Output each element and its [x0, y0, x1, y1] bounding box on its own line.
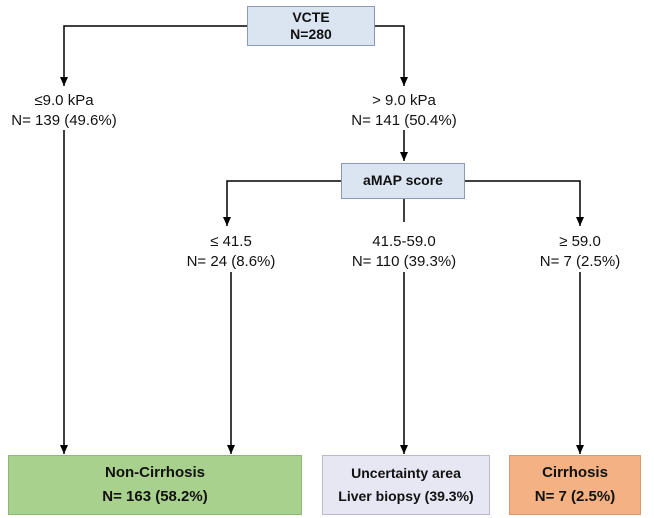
uncertainty-title: Uncertainty area	[351, 465, 461, 481]
uncertainty-detail: Liver biopsy (39.3%)	[338, 487, 474, 504]
vcte-count: N=280	[290, 26, 332, 42]
non-cirrhosis-outcome: Non-Cirrhosis N= 163 (58.2%)	[8, 455, 302, 515]
amap-title: aMAP score	[363, 172, 443, 189]
branch-low-label: ≤9.0 kPa N= 139 (49.6%)	[4, 91, 124, 130]
amap-high-criterion: ≥ 59.0	[559, 233, 601, 250]
amap-high-count: N= 7 (2.5%)	[539, 252, 621, 270]
branch-low-count: N= 139 (49.6%)	[11, 111, 117, 129]
amap-node: aMAP score	[341, 163, 465, 199]
amap-low-count: N= 24 (8.6%)	[186, 252, 276, 270]
connector-amap-high	[465, 180, 584, 226]
amap-high-label: ≥ 59.0 N= 7 (2.5%)	[520, 232, 640, 271]
vcte-node: VCTE N=280	[247, 6, 375, 46]
branch-high-criterion: > 9.0 kPa	[372, 92, 436, 109]
amap-mid-criterion: 41.5-59.0	[372, 233, 436, 250]
connector-vcte-high	[375, 25, 408, 86]
branch-high-count: N= 141 (50.4%)	[351, 111, 457, 129]
uncertainty-outcome: Uncertainty area Liver biopsy (39.3%)	[322, 455, 490, 515]
connector-amap-low	[223, 180, 341, 226]
amap-mid-label: 41.5-59.0 N= 110 (39.3%)	[339, 232, 469, 271]
connector-vcte-low	[60, 25, 247, 86]
branch-high-label: > 9.0 kPa N= 141 (50.4%)	[339, 91, 469, 130]
branch-low-criterion: ≤9.0 kPa	[34, 92, 94, 109]
non-cirrhosis-title: Non-Cirrhosis	[104, 463, 205, 481]
cirrhosis-outcome: Cirrhosis N= 7 (2.5%)	[509, 455, 641, 515]
amap-low-criterion: ≤ 41.5	[210, 233, 252, 250]
non-cirrhosis-count: N= 163 (58.2%)	[102, 487, 208, 505]
cirrhosis-title: Cirrhosis	[542, 463, 608, 481]
amap-low-label: ≤ 41.5 N= 24 (8.6%)	[171, 232, 291, 271]
cirrhosis-count: N= 7 (2.5%)	[534, 487, 616, 505]
amap-mid-count: N= 110 (39.3%)	[351, 252, 457, 270]
vcte-title: VCTE	[292, 8, 330, 25]
